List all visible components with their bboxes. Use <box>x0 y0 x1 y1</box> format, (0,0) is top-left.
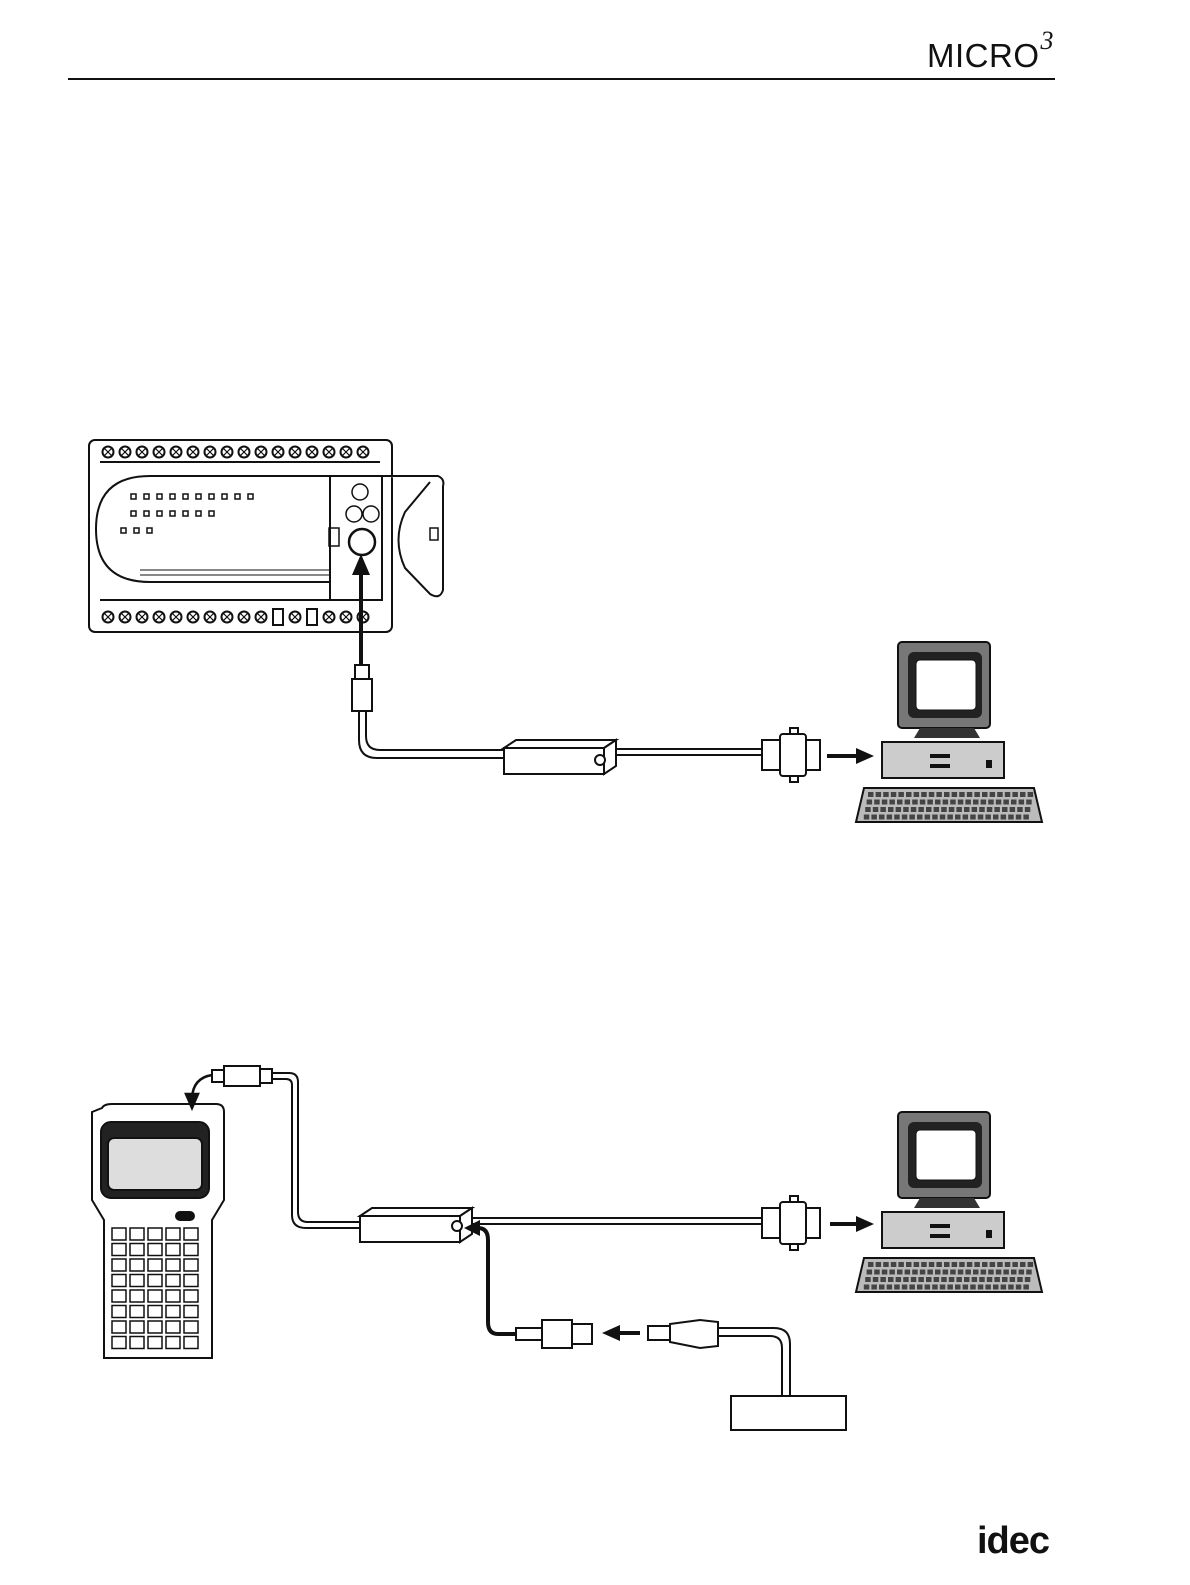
rs232c-converter-2 <box>360 1208 472 1242</box>
serial-cable-dsub9 <box>616 728 820 782</box>
rs232c-converter <box>504 740 616 774</box>
personal-computer <box>856 642 1042 822</box>
idec-brand-logo: idec <box>977 1520 1049 1563</box>
arrow-to-computer <box>827 748 874 764</box>
figure-loader-to-computer <box>0 1060 1190 1440</box>
figure-plc-to-computer <box>0 430 1190 840</box>
adapter-connect-arrow <box>602 1325 640 1341</box>
header-rule <box>68 78 1055 80</box>
ac-adapter <box>648 1320 846 1430</box>
logo-text: MICRO <box>927 37 1040 74</box>
logo-superscript: 3 <box>1041 26 1055 55</box>
ac-adapter-plug <box>516 1320 592 1348</box>
program-loader <box>92 1104 224 1358</box>
micro3-logo: MICRO3 <box>927 32 1054 75</box>
plc-base-unit <box>89 440 443 632</box>
brand-text: idec <box>977 1520 1049 1562</box>
personal-computer-2 <box>856 1112 1042 1292</box>
power-input-arrow <box>464 1220 516 1334</box>
loader-cable <box>212 1066 360 1228</box>
serial-cable-dsub9-2 <box>472 1196 820 1250</box>
arrow-to-computer-2 <box>830 1216 874 1232</box>
mini-din-cable <box>352 665 503 758</box>
